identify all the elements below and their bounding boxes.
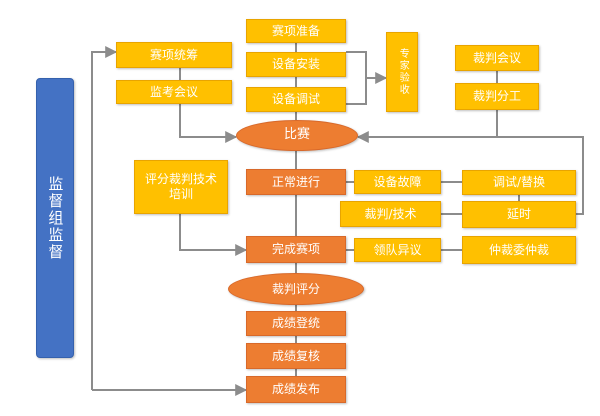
- equipment-install-box: 设备安装: [246, 52, 346, 77]
- team-objection-box: 领队异议: [354, 238, 441, 262]
- event-prep-box: 赛项准备: [246, 19, 346, 43]
- score-registration-box: 成绩登统: [246, 311, 346, 336]
- equipment-debug-box: 设备调试: [246, 87, 346, 112]
- referee-meeting-box: 裁判会议: [455, 45, 539, 71]
- debug-replace-box: 调试/替换: [462, 170, 576, 195]
- connector-to-coordination: [91, 46, 118, 390]
- connector-meeting-competition: [179, 104, 238, 143]
- expert-acceptance-box: 专家验收: [386, 32, 418, 112]
- equipment-fault-box: 设备故障: [354, 170, 441, 194]
- score-review-box: 成绩复核: [246, 343, 346, 369]
- supervision-group-box: 监督组监督: [36, 78, 74, 358]
- referee-technical-box: 裁判/技术: [340, 201, 441, 227]
- score-release-box: 成绩发布: [246, 376, 346, 403]
- complete-event-box: 完成赛项: [246, 236, 346, 263]
- event-coordination-box: 赛项统筹: [116, 42, 232, 68]
- competition-ellipse: 比赛: [236, 120, 358, 151]
- referee-division-box: 裁判分工: [455, 83, 539, 110]
- referee-training-box: 评分裁判技术培训: [134, 160, 228, 214]
- referee-scoring-ellipse: 裁判评分: [228, 273, 364, 305]
- supervision-meeting-box: 监考会议: [116, 80, 232, 104]
- bracket-expert: [346, 51, 367, 105]
- connector-training-complete: [179, 214, 248, 256]
- normal-progress-box: 正常进行: [246, 169, 346, 195]
- arbitration-box: 仲裁委仲裁: [462, 236, 576, 264]
- delay-box: 延时: [462, 201, 576, 228]
- connector-delay-competition: [356, 131, 584, 215]
